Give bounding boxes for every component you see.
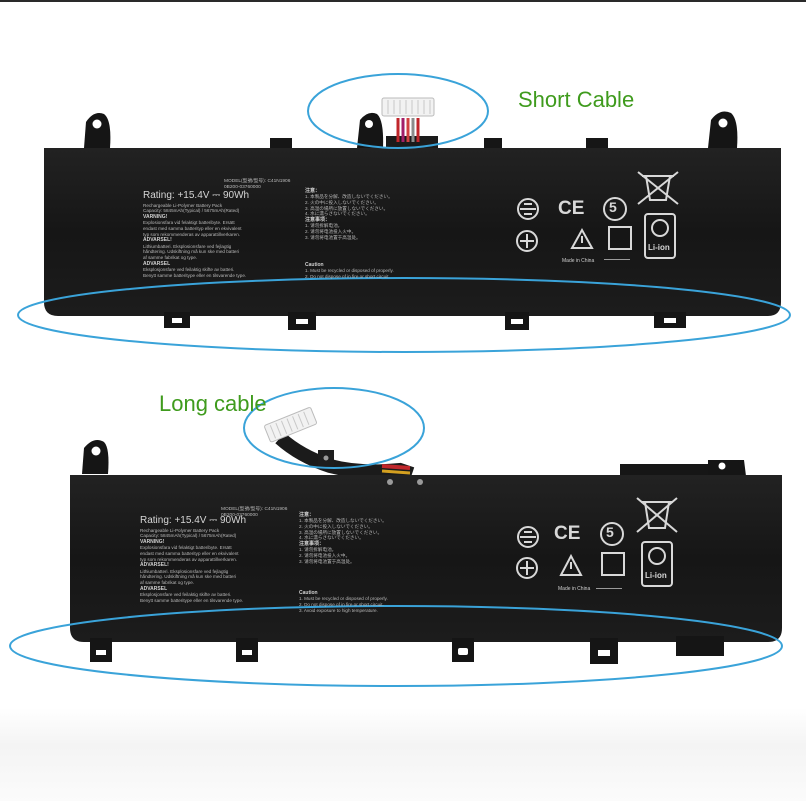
rating-text: Rating: +15.4V ⎓ 90Wh bbox=[143, 190, 250, 201]
label-caution-en-top: Caution 1. Must be recycled or disposed … bbox=[305, 262, 394, 279]
mount-tab bbox=[270, 138, 292, 150]
caption-short-cable: Short Cable bbox=[518, 87, 635, 112]
warning-title: VARNING! bbox=[143, 213, 168, 220]
mount-foot bbox=[676, 636, 724, 656]
label-specs-bottom: Rating: +15.4V ⎓ 90Wh Rechargeable Li-Po… bbox=[140, 515, 247, 603]
mount-hole bbox=[92, 119, 102, 129]
label-specs-top: Rating: +15.4V ⎓ 90Wh Rechargeable Li-Po… bbox=[143, 190, 303, 279]
cert-marks bbox=[516, 171, 679, 259]
label-cautions-top: 注意： 1. 本製品を分解、改造しないでください。 2. 火の中に投入しないでく… bbox=[305, 188, 393, 240]
reflection-area bbox=[0, 708, 806, 801]
eco-5-mark: 5 bbox=[606, 524, 614, 540]
mount-tab bbox=[708, 460, 746, 476]
ce-mark: CE bbox=[554, 523, 581, 544]
label-model-top: MODEL(型號/型号): C41N1906 0B200-03760000 bbox=[224, 179, 314, 191]
chemistry-text: Rechargeable Li-Polymer Battery Pack bbox=[143, 202, 223, 208]
mount-tab bbox=[620, 464, 710, 476]
cable-wires bbox=[396, 118, 420, 142]
ce-mark: CE bbox=[558, 198, 585, 219]
label-caution-en-bottom: Caution 1. Must be recycled or disposed … bbox=[299, 590, 388, 613]
highlight-cable-long bbox=[243, 387, 425, 469]
made-in-text: Made in China bbox=[558, 586, 591, 592]
label-model-bottom: MODEL(型號/型号): C41N1906 0B200-03760000 bbox=[221, 507, 288, 518]
top-border bbox=[0, 0, 806, 2]
mount-hole bbox=[718, 118, 728, 128]
battery-body bbox=[44, 148, 781, 316]
highlight-body-short bbox=[17, 277, 791, 353]
cable-plug bbox=[264, 407, 318, 443]
battery-body bbox=[70, 475, 782, 642]
mount-tab bbox=[84, 113, 111, 148]
mount-tab bbox=[357, 112, 384, 148]
highlight-cable-short bbox=[307, 73, 489, 149]
mount-tab bbox=[484, 138, 502, 150]
battery-short-cable bbox=[44, 97, 781, 330]
cert-marks bbox=[516, 497, 678, 587]
warning-title: ADVARSEL! bbox=[143, 237, 172, 244]
caption-long-cable: Long cable bbox=[159, 391, 267, 416]
made-in-text: Made in China bbox=[562, 258, 595, 264]
cable-plug bbox=[381, 97, 435, 117]
label-cautions-bottom: 注意： 1. 本製品を分解、改造しないでください。 2. 火の中に投入しないでく… bbox=[299, 512, 387, 564]
model-number: MODEL(型號/型号): C41N1906 bbox=[224, 179, 291, 184]
highlight-body-long bbox=[9, 605, 783, 687]
mount-tab bbox=[708, 111, 738, 148]
capacity-text: Capacity: 5845mAh(Typical) / 5675mAh(Rat… bbox=[143, 208, 240, 214]
mount-hole bbox=[365, 120, 373, 128]
li-ion-mark: Li-ion bbox=[648, 243, 670, 252]
li-ion-mark: Li-ion bbox=[645, 571, 667, 580]
mount-tab bbox=[586, 138, 608, 150]
part-number: 0B200-03760000 bbox=[224, 184, 261, 190]
mount-hole bbox=[91, 446, 101, 456]
mount-tab bbox=[82, 440, 109, 474]
eco-5-mark: 5 bbox=[609, 199, 617, 215]
battery-long-cable bbox=[70, 407, 782, 664]
warning-title: ADVARSEL bbox=[143, 260, 171, 267]
